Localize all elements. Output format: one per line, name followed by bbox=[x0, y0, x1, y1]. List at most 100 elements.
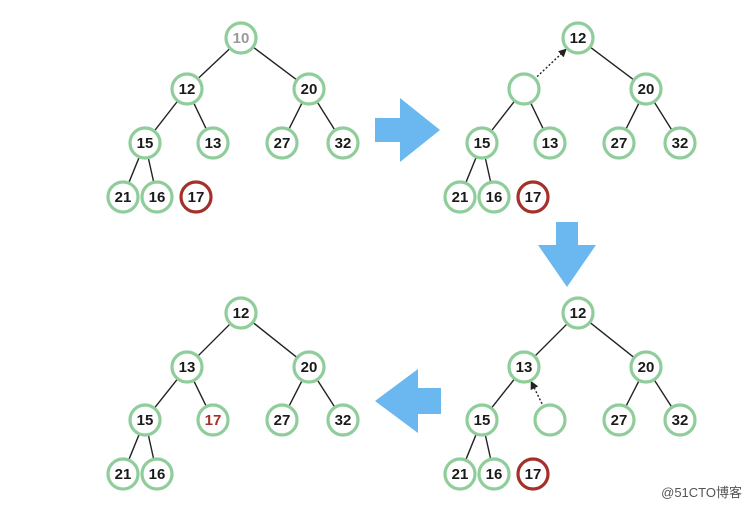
node-circle bbox=[224, 21, 258, 55]
node-circle bbox=[292, 350, 326, 384]
promote-arrow-icon bbox=[530, 380, 543, 405]
heap-node: 13 bbox=[507, 350, 541, 384]
heap-node: 21 bbox=[106, 180, 140, 214]
node-label: 17 bbox=[525, 466, 542, 483]
heap-node: 15 bbox=[465, 126, 499, 160]
heap-node: 21 bbox=[443, 180, 477, 214]
tree-edge bbox=[154, 379, 178, 408]
tree-edge bbox=[317, 380, 335, 407]
heap-node: 15 bbox=[465, 403, 499, 437]
tree-edge bbox=[154, 101, 178, 131]
heap-node: 32 bbox=[663, 126, 697, 160]
heap-node: 15 bbox=[128, 403, 162, 437]
node-circle bbox=[465, 126, 499, 160]
node-label: 13 bbox=[205, 135, 222, 152]
node-label: 27 bbox=[274, 412, 291, 429]
node-label: 17 bbox=[525, 189, 542, 206]
node-circle bbox=[170, 72, 204, 106]
node-label: 12 bbox=[233, 305, 250, 322]
node-circle bbox=[443, 180, 477, 214]
node-label: 12 bbox=[179, 81, 196, 98]
tree-edge bbox=[147, 435, 155, 459]
tree-edge bbox=[253, 47, 297, 80]
empty-node bbox=[507, 72, 541, 106]
node-label: 16 bbox=[149, 189, 166, 206]
heap-node: 32 bbox=[663, 403, 697, 437]
node-circle bbox=[106, 180, 140, 214]
node-label: 21 bbox=[452, 189, 469, 206]
heap-node: 12 bbox=[561, 296, 595, 330]
tree-edge bbox=[253, 322, 297, 358]
tree-edge bbox=[288, 380, 303, 407]
node-circle bbox=[224, 296, 258, 330]
node-circle bbox=[663, 126, 697, 160]
node-circle bbox=[629, 72, 663, 106]
node-label: 15 bbox=[137, 412, 154, 429]
heap-node: 27 bbox=[602, 126, 636, 160]
tree-edge bbox=[491, 101, 515, 131]
heap-node: 16 bbox=[140, 457, 174, 491]
tree-edge bbox=[288, 102, 303, 130]
node-label: 16 bbox=[486, 466, 503, 483]
node-label: 32 bbox=[672, 412, 689, 429]
node-label: 20 bbox=[301, 81, 318, 98]
heap-node: 15 bbox=[128, 126, 162, 160]
node-circle bbox=[602, 126, 636, 160]
node-label: 17 bbox=[205, 412, 222, 429]
heap-node: 13 bbox=[533, 126, 567, 160]
tree-edge bbox=[534, 323, 568, 357]
node-circle bbox=[629, 350, 663, 384]
node-circle bbox=[140, 457, 174, 491]
node-circle bbox=[106, 457, 140, 491]
node-label: 15 bbox=[474, 135, 491, 152]
tree-edge bbox=[590, 322, 634, 358]
node-circle bbox=[292, 72, 326, 106]
node-circle bbox=[196, 403, 230, 437]
node-label: 20 bbox=[301, 359, 318, 376]
tree-edge bbox=[530, 103, 544, 129]
node-circle bbox=[507, 72, 541, 106]
heap-node: 27 bbox=[265, 403, 299, 437]
heap-node: 27 bbox=[602, 403, 636, 437]
watermark: @51CTO博客 bbox=[661, 485, 742, 500]
node-label: 32 bbox=[335, 135, 352, 152]
heap-node: 20 bbox=[629, 72, 663, 106]
heap-node: 13 bbox=[170, 350, 204, 384]
empty-node bbox=[533, 403, 567, 437]
node-label: 10 bbox=[233, 30, 250, 47]
node-label: 15 bbox=[137, 135, 154, 152]
tree-edge bbox=[197, 323, 231, 357]
node-circle bbox=[561, 21, 595, 55]
node-label: 12 bbox=[570, 30, 587, 47]
arrow-left-icon bbox=[375, 369, 441, 433]
heap-node: 13 bbox=[196, 126, 230, 160]
node-circle bbox=[170, 350, 204, 384]
node-label: 21 bbox=[452, 466, 469, 483]
node-circle bbox=[326, 403, 360, 437]
heap-node: 32 bbox=[326, 403, 360, 437]
arrow-right-icon bbox=[375, 98, 440, 162]
node-circle bbox=[507, 350, 541, 384]
tree-edge bbox=[625, 380, 640, 407]
heap-node: 20 bbox=[292, 72, 326, 106]
node-circle bbox=[128, 403, 162, 437]
heap-node: 12 bbox=[224, 296, 258, 330]
tree-edge bbox=[198, 48, 230, 79]
heap-node: 12 bbox=[561, 21, 595, 55]
node-circle bbox=[326, 126, 360, 160]
node-label: 20 bbox=[638, 359, 655, 376]
heap-node: 17 bbox=[516, 457, 550, 491]
tree-edge bbox=[654, 380, 672, 407]
node-circle bbox=[516, 180, 550, 214]
node-circle bbox=[602, 403, 636, 437]
tree-edge bbox=[465, 434, 477, 460]
node-circle bbox=[265, 126, 299, 160]
node-circle bbox=[516, 457, 550, 491]
heap-node: 21 bbox=[106, 457, 140, 491]
node-circle bbox=[533, 126, 567, 160]
node-circle bbox=[663, 403, 697, 437]
node-circle bbox=[179, 180, 213, 214]
node-label: 15 bbox=[474, 412, 491, 429]
